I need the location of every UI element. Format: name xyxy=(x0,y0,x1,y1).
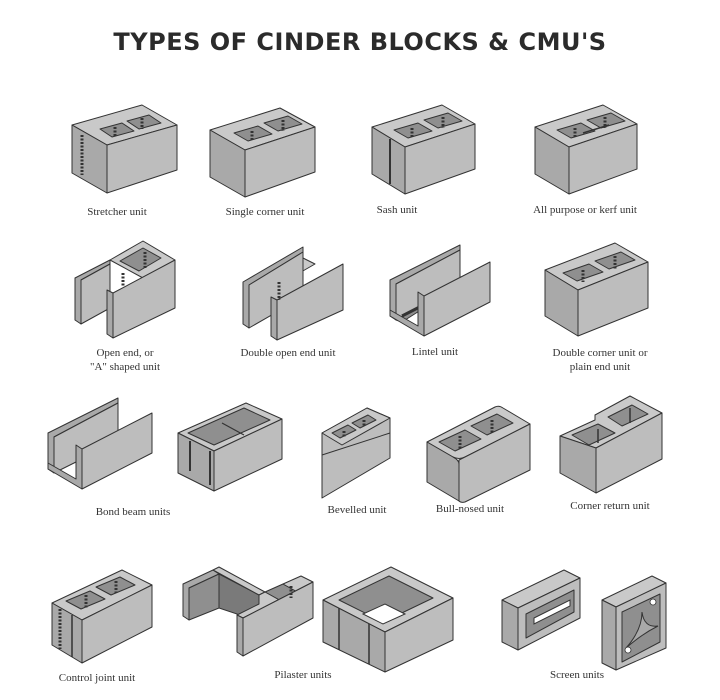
block-icon xyxy=(51,569,153,664)
block-icon xyxy=(389,244,491,337)
lintel-unit-illustration: Lintel unit xyxy=(389,240,495,358)
block-icon xyxy=(534,104,638,195)
unit-label: Double corner unit or plain end unit xyxy=(525,346,675,374)
block-icon xyxy=(47,397,283,492)
block-icon xyxy=(209,107,316,198)
unit-label: Bond beam units xyxy=(95,506,171,518)
pilaster-units-illustration: Pilaster units xyxy=(182,562,458,681)
double-corner-unit-illustration: Double corner unit or plain end unit xyxy=(544,240,655,373)
block-icon xyxy=(242,246,344,341)
unit-label: Double open end unit xyxy=(240,347,336,359)
unit-label: Bevelled unit xyxy=(327,504,387,516)
single-corner-unit-illustration: Single corner unit xyxy=(209,105,320,218)
block-icon xyxy=(544,242,649,337)
double-open-end-unit-illustration: Double open end unit xyxy=(240,242,348,359)
unit-label-line1: Double corner unit or xyxy=(552,347,648,359)
block-icon xyxy=(371,104,476,195)
unit-label: Corner return unit xyxy=(570,500,650,512)
block-icon xyxy=(501,569,667,671)
all-purpose-kerf-unit-illustration: All purpose or kerf unit xyxy=(533,102,645,216)
unit-label-line2: "A" shaped unit xyxy=(89,361,161,373)
stretcher-unit-illustration: Stretcher unit xyxy=(71,104,182,218)
unit-label: Bull-nosed unit xyxy=(435,503,505,515)
unit-label-line1: Open end, or xyxy=(96,347,154,359)
open-end-unit-illustration: Open end, or "A" shaped unit xyxy=(74,238,180,373)
unit-label: Sash unit xyxy=(376,204,418,216)
unit-label: Lintel unit xyxy=(411,346,459,358)
block-icon xyxy=(426,405,531,503)
screen-units-illustration: Screen units xyxy=(501,568,702,681)
corner-return-unit-illustration: Corner return unit xyxy=(559,393,670,512)
unit-label: All purpose or kerf unit xyxy=(533,204,637,216)
unit-label: Screen units xyxy=(549,669,605,681)
bond-beam-units-illustration: Bond beam units xyxy=(47,393,288,518)
block-icon xyxy=(74,240,176,339)
block-icon xyxy=(321,407,391,499)
control-joint-unit-illustration: Control joint unit xyxy=(51,565,162,684)
block-icon xyxy=(182,566,454,673)
unit-label: Control joint unit xyxy=(58,672,136,684)
block-icon xyxy=(71,104,178,194)
page-title: TYPES OF CINDER BLOCKS & CMU'S xyxy=(113,28,607,56)
unit-label: Pilaster units xyxy=(274,669,332,681)
unit-label-line2: plain end unit xyxy=(569,361,631,373)
bull-nosed-unit-illustration: Bull-nosed unit xyxy=(425,402,535,515)
block-icon xyxy=(559,395,663,494)
bevelled-unit-illustration: Bevelled unit xyxy=(321,403,397,516)
unit-label: Single corner unit xyxy=(225,206,305,218)
unit-label: Open end, or "A" shaped unit xyxy=(60,346,190,374)
sash-unit-illustration: Sash unit xyxy=(371,102,482,216)
unit-label: Stretcher unit xyxy=(87,206,147,218)
